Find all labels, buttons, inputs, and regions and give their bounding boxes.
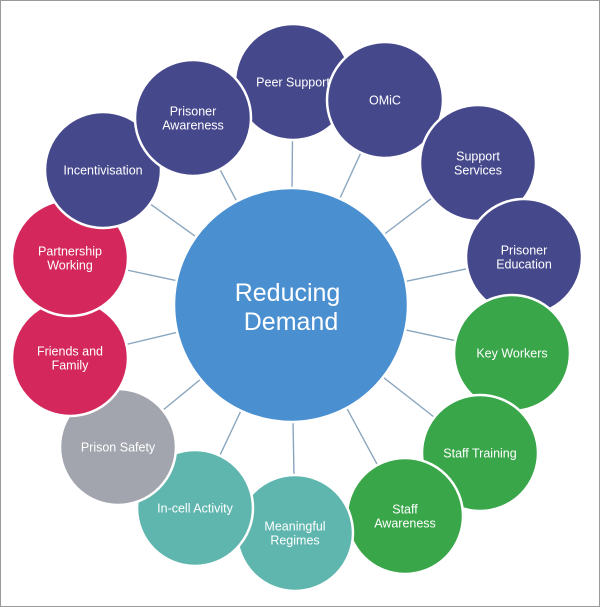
node-label-line: Working <box>47 259 93 273</box>
node-label-line: Staff <box>392 503 418 517</box>
node-label: OMiC <box>369 94 401 108</box>
diagram-node: Prison Safety <box>58 387 178 507</box>
node-label-line: Regimes <box>270 534 319 548</box>
diagram-node: Incentivisation <box>43 110 163 230</box>
node-label-line: Peer Support <box>256 76 330 90</box>
node-label-line: Education <box>496 258 552 272</box>
center-label-line: Reducing <box>235 279 341 307</box>
spokes-group <box>124 137 470 478</box>
diagram-node: OMiC <box>325 40 445 160</box>
center-label: Reducing Demand <box>235 279 348 336</box>
center-label-line: Demand <box>244 308 339 336</box>
connector-line <box>382 196 434 237</box>
node-label-line: Incentivisation <box>63 164 142 178</box>
connector-line <box>403 267 470 283</box>
node-label-line: OMiC <box>369 94 401 108</box>
node-label-line: Friends and <box>37 345 103 359</box>
node-label-line: In-cell Activity <box>157 502 233 516</box>
node-label-line: Meaningful <box>264 520 325 534</box>
node-label-line: Services <box>454 164 502 178</box>
connector-line <box>218 167 239 204</box>
node-label-line: Staff Training <box>443 447 516 461</box>
node-circle <box>325 40 445 160</box>
node-label-line: Partnership <box>38 245 102 259</box>
node-label-line: Awareness <box>374 517 436 531</box>
node-label: Incentivisation <box>63 164 142 178</box>
node-label-line: Family <box>52 359 90 373</box>
center-circle <box>172 186 410 424</box>
node-label-line: Awareness <box>162 119 224 133</box>
node-label-line: Key Workers <box>476 347 547 361</box>
connector-line <box>160 377 203 413</box>
connector-line <box>291 137 294 191</box>
connector-line <box>124 331 180 346</box>
connector-line <box>124 268 179 282</box>
connector-line <box>345 405 380 468</box>
connector-line <box>338 150 363 201</box>
node-label: In-cell Activity <box>157 502 233 516</box>
node-circle <box>133 58 253 178</box>
diagram-node: Key Workers <box>452 293 572 413</box>
node-label-line: Support <box>456 150 500 164</box>
node-circle <box>43 110 163 230</box>
connector-line <box>148 202 199 239</box>
center-group: Reducing Demand <box>172 186 410 424</box>
node-label-line: Prison Safety <box>81 441 156 455</box>
connector-line <box>381 375 437 420</box>
connector-line <box>292 419 295 478</box>
connector-line <box>403 328 458 342</box>
node-label-line: Prisoner <box>170 105 217 119</box>
node-label-line: Prisoner <box>501 244 548 258</box>
node-label: Key Workers <box>476 347 547 361</box>
node-label: Prison Safety <box>81 441 156 455</box>
node-label: Peer Support <box>256 76 330 90</box>
connector-line <box>218 408 243 458</box>
node-label: Staff Training <box>443 447 516 461</box>
